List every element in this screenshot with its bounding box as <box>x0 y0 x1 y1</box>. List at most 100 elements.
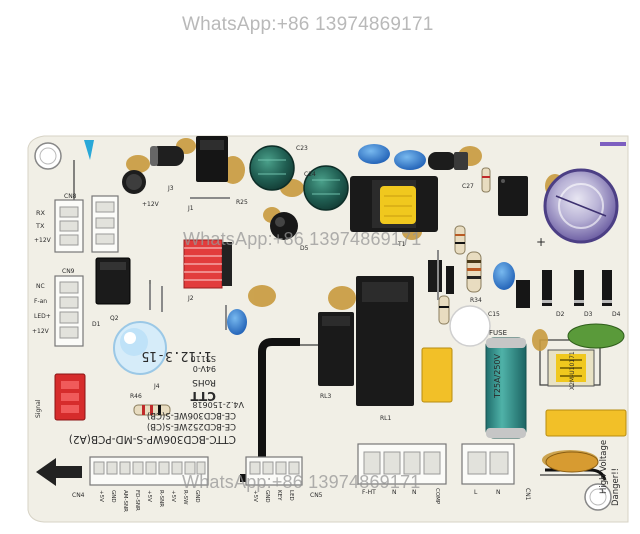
capacitor-c-top <box>150 146 184 166</box>
cnmid-pin-4: COMP <box>434 488 440 505</box>
blue-mark <box>84 140 94 160</box>
ref-r46: R46 <box>130 393 142 400</box>
flammability: 94V-0 <box>193 364 216 373</box>
cn8-pin-1: RX <box>36 209 46 217</box>
connector-cn8 <box>54 199 84 253</box>
cn8-pin-2: TX <box>35 222 45 230</box>
watermark-middle: WhatsApp:+86 13974869171 <box>183 229 422 249</box>
capacitor-large <box>543 168 619 244</box>
ref-r25: R25 <box>236 199 248 206</box>
ref-j2: J2 <box>187 295 194 302</box>
connector-power-mid <box>357 443 447 485</box>
watermark-bottom: WhatsApp:+86 13974869171 <box>182 472 421 492</box>
cnmid-pin-2: N <box>392 489 397 496</box>
transistor-q2 <box>95 257 131 305</box>
cn4-pin-6: R-SNR <box>158 490 164 507</box>
cnmid-pin-1: F-HT <box>362 489 376 496</box>
ref-c23: C23 <box>296 145 308 152</box>
cn4-pin-8: R-SW <box>182 490 188 505</box>
batch: 1.12.3-15 <box>142 348 212 363</box>
white-disc <box>449 305 491 347</box>
cn5-pin-2: GND <box>264 490 270 503</box>
cn4-name: CN4 <box>72 492 85 499</box>
cn9-name: CN9 <box>62 268 75 275</box>
cn4-pin-2: GND <box>110 490 116 503</box>
cnmid-pin-3: N <box>412 489 417 496</box>
ref-cn1: CN1 <box>524 488 531 501</box>
cn5-pin-3: KEY <box>276 490 282 501</box>
ref-plus: + <box>536 235 546 249</box>
ref-d5: D5 <box>300 245 309 252</box>
ref-t1: T1 <box>397 241 406 248</box>
ref-d4: D4 <box>612 311 621 318</box>
resistors <box>133 167 491 416</box>
ref-j4: J4 <box>153 383 160 390</box>
silkscreen-text: CTTC-BCD306WP-S-MD-PCB(A2) CE-BCD252WE-S… <box>32 145 621 512</box>
version: V4.2-150618 <box>192 400 244 409</box>
fuse-rating: T25A/250V <box>493 353 502 399</box>
fuse-label: FUSE <box>489 329 507 337</box>
connector-cn5 <box>245 456 303 486</box>
ref-c27: C27 <box>462 183 474 190</box>
varistor <box>545 451 599 473</box>
ref-j3: J3 <box>167 185 174 192</box>
cn4-pin-7: +5V <box>170 490 176 502</box>
ref-d2: D2 <box>556 311 565 318</box>
cn4-pin-1: +5V <box>98 490 104 502</box>
purple-mark <box>600 142 626 146</box>
transformer-label: X2M-U10171 <box>569 351 576 390</box>
component-small-black <box>428 260 442 292</box>
cn9-pin-3: LED+ <box>34 313 51 320</box>
warning-danger: Danger!! <box>611 468 621 506</box>
diodes <box>446 266 612 308</box>
relay-rl3 <box>318 312 354 386</box>
transistor-q1 <box>196 136 228 182</box>
ref-rl1: RL1 <box>380 415 392 422</box>
jumper-wires <box>149 197 439 330</box>
capacitor-green-1 <box>249 145 295 191</box>
ref-d1-small: D1 <box>92 321 101 328</box>
x-capacitor-2 <box>545 409 627 437</box>
cn5-name: CN5 <box>310 492 323 499</box>
ref-c15: C15 <box>488 311 500 318</box>
cnright-pin-1: L <box>474 489 478 496</box>
cn9-pin-4: +12V <box>32 328 50 335</box>
component-d1 <box>270 212 298 240</box>
arrow-left-icon <box>36 458 82 486</box>
cn4-pin-4: FD-SNR <box>134 490 140 511</box>
model-line-2: CE-BCD252WE-S(CB) <box>147 421 236 431</box>
ref-rl3: RL3 <box>320 393 332 400</box>
ref-c24: C24 <box>304 171 316 178</box>
transformer-t1 <box>350 176 438 232</box>
capacitor-small-left <box>122 170 146 194</box>
connector-cn8b <box>91 195 119 253</box>
connector-power-right <box>461 443 515 485</box>
cnright-pin-2: N <box>496 489 501 496</box>
cn4-pin-9: GND <box>194 490 200 503</box>
cn9-pin-1: NC <box>36 283 45 290</box>
silkscreen-trace-right <box>545 468 607 481</box>
blue-capacitors <box>227 144 515 335</box>
code: S3110 <box>191 354 216 363</box>
watermark-top: WhatsApp:+86 13974869171 <box>182 14 434 35</box>
blue-ceramic-disc <box>113 321 167 375</box>
cn5-pin-1: +5V <box>252 490 258 502</box>
ref-j1: J1 <box>187 205 194 212</box>
cn4-pin-5: +5V <box>146 490 152 502</box>
cn9-pin-2: F-an <box>34 298 47 305</box>
cn5-pin-4: LED <box>288 490 294 501</box>
fuse-glass <box>485 337 527 439</box>
cn8-pin-3: +12V <box>34 237 52 244</box>
cn4-pin-3: AM-SNR <box>122 490 128 512</box>
choke-inductor <box>547 323 625 387</box>
red-signal-connector <box>54 373 86 421</box>
ic-top-right <box>498 176 528 216</box>
brand: CTT <box>190 389 216 403</box>
x-capacitor-1 <box>421 347 453 403</box>
signal-label: Signal <box>35 399 42 418</box>
connector-cn9 <box>54 275 84 347</box>
warning-high-voltage: High Voltage <box>599 440 609 494</box>
model-line-1: CTTC-BCD306WP-S-MD-PCB(A2) <box>69 433 236 445</box>
transistor-small <box>428 152 468 170</box>
ref-q2: Q2 <box>110 315 119 322</box>
